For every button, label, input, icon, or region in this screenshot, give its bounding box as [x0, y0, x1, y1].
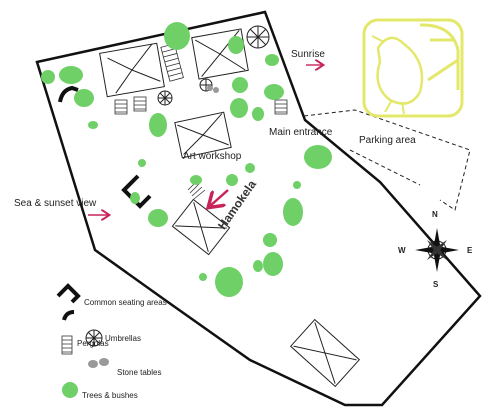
tree-icon: [304, 145, 332, 169]
art-workshop-label: Art workshop: [183, 151, 242, 162]
main-entrance-label: Main entrance: [269, 127, 333, 138]
parking-area-outline: [303, 109, 471, 211]
tree-icon: [148, 209, 168, 227]
pergola-icon: [114, 96, 288, 200]
parking-area-label: Parking area: [359, 135, 416, 146]
tree-icon: [263, 252, 283, 276]
tree-icon: [164, 22, 190, 50]
trees-and-bushes: [41, 22, 332, 297]
tree-icon: [199, 273, 207, 281]
tree-icon: [253, 260, 263, 272]
tree-icon: [59, 66, 83, 84]
legend-pergolas-label: Pergolas: [77, 339, 109, 348]
cabin-2: [191, 28, 249, 80]
tree-icon: [226, 174, 238, 186]
tree-icon: [252, 107, 264, 121]
compass-west: W: [398, 246, 406, 255]
sunrise-label: Sunrise: [291, 49, 325, 60]
tree-icon: [149, 113, 167, 137]
umbrella-icon: [85, 329, 103, 347]
legend-trees-label: Trees & bushes: [82, 391, 138, 400]
tree-icon: [263, 233, 277, 247]
tree-icon: [245, 163, 255, 173]
seating-icon: [58, 85, 79, 103]
property-boundary: [35, 10, 482, 407]
compass-east: E: [467, 246, 473, 255]
bottom-building: [289, 318, 361, 388]
seating-icon: [56, 283, 81, 304]
sea-sunset-view-label: Sea & sunset view: [14, 198, 97, 209]
tree-icon: [230, 98, 248, 118]
tree-icon: [190, 175, 202, 185]
tree-icon: [293, 181, 301, 189]
legend-stone-tables-label: Stone tables: [117, 368, 162, 377]
tree-icon: [283, 198, 303, 226]
tree-icon: [88, 121, 98, 129]
stone-table-icon: [88, 358, 109, 368]
legend-symbols: [56, 283, 109, 398]
tree-icon: [215, 267, 243, 297]
tree-icon: [41, 70, 55, 84]
tree-icon: [232, 77, 248, 93]
tree-icon: [138, 159, 146, 167]
compass-north: N: [432, 210, 438, 219]
tree-icon: [228, 36, 244, 54]
tree-icon: [264, 84, 284, 100]
bird-logo-icon: [362, 18, 464, 118]
hamokela-arrow: [210, 189, 229, 206]
tree-icon: [130, 192, 140, 204]
tree-icon: [265, 54, 279, 66]
umbrella-icon: [157, 25, 270, 106]
legend-umbrellas-label: Umbrellas: [105, 334, 142, 343]
cabin-1: [99, 42, 165, 98]
stone-table-icon: [207, 85, 219, 93]
seating-icon: [62, 310, 75, 321]
compass-rose-icon: [415, 228, 459, 272]
compass-south: S: [433, 280, 439, 289]
tree-icon: [74, 89, 94, 107]
legend-seating-label: Common seating areas: [84, 298, 167, 307]
tree-icon: [62, 382, 78, 398]
pergola-icon: [61, 335, 73, 355]
art-workshop-building: [174, 111, 232, 159]
hamokela-building: [171, 198, 231, 256]
